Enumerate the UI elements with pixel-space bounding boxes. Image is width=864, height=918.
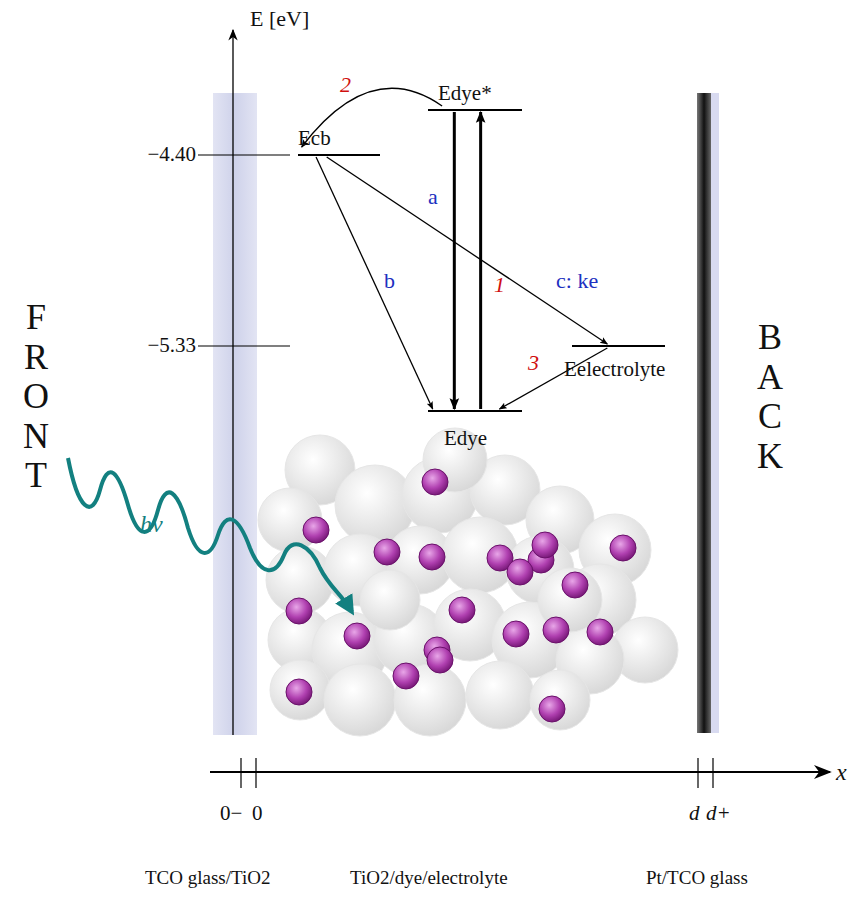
tio2-particles (258, 428, 678, 736)
energy-axis (232, 30, 233, 735)
level-line (428, 410, 522, 412)
position-label: d+ (706, 803, 731, 824)
x-axis (210, 771, 830, 773)
position-label: 0 (252, 803, 263, 824)
region-label: TCO glass/TiO2 (145, 868, 270, 887)
process-label: 3 (528, 352, 539, 374)
level-label: Edye (444, 428, 487, 449)
level-label: Edye* (438, 83, 492, 104)
position-label: 0− (220, 803, 242, 824)
energy-level: Edye (428, 410, 522, 412)
level-line (428, 109, 522, 111)
energy-value: −4.40 (147, 144, 196, 165)
process-label: c: ke (556, 270, 598, 292)
process-label: 2 (340, 74, 351, 96)
back-glass (711, 93, 719, 733)
side-label: FRONT (18, 298, 54, 496)
process-label: a (428, 186, 438, 208)
transition-arrow (453, 112, 456, 409)
region-label: Pt/TCO glass (646, 868, 748, 887)
process-label: b (384, 270, 395, 292)
energy-value: −5.33 (147, 335, 196, 356)
x-ticks (241, 758, 713, 788)
pt-electrode (697, 93, 711, 733)
level-label: Eelectrolyte (564, 359, 665, 380)
process-label: 1 (494, 274, 505, 296)
axis-title: E [eV] (250, 8, 309, 30)
side-label: BACK (752, 318, 788, 476)
tick (198, 154, 290, 155)
energy-level: Edye* (428, 109, 522, 111)
front-glass (213, 93, 257, 735)
transition-arrow (327, 157, 608, 344)
photon-wave (68, 458, 352, 612)
photon-label: hν (140, 512, 163, 536)
level-line (298, 154, 380, 156)
axis-label: x (836, 760, 847, 784)
level-label: Ecb (298, 128, 331, 149)
tick (198, 345, 290, 346)
position-label: d (689, 803, 700, 824)
level-line (572, 345, 665, 347)
region-label: TiO2/dye/electrolyte (350, 868, 508, 887)
energy-level: Eelectrolyte (572, 345, 665, 347)
transition-arrow (316, 157, 433, 409)
energy-level: Ecb (298, 154, 380, 156)
